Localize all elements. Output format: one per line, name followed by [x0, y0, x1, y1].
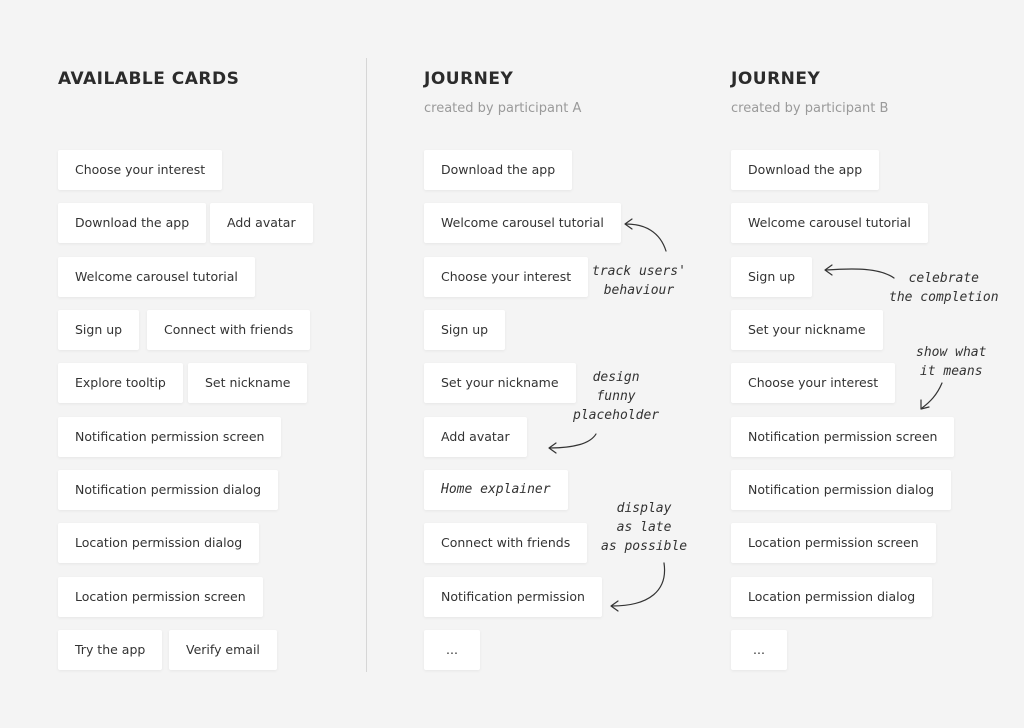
card-verify-email[interactable]: Verify email	[169, 630, 277, 670]
card-try-the-app[interactable]: Try the app	[58, 630, 163, 670]
card-connect-with-friends[interactable]: Connect with friends	[147, 310, 311, 350]
note-design-funny-placeholder: design funny placeholder	[573, 370, 660, 423]
journey-b-card-9[interactable]: Location permission dialog	[731, 577, 933, 617]
journey-a-card-8[interactable]: Connect with friends	[424, 523, 588, 563]
arrow-design-placeholder-icon	[549, 433, 597, 449]
journey-b-subtitle: created by participant B	[731, 101, 889, 116]
column-divider	[366, 58, 367, 672]
card-welcome-carousel-tutorial[interactable]: Welcome carousel tutorial	[58, 257, 255, 297]
journey-a-subtitle: created by participant A	[424, 101, 582, 116]
card-choose-your-interest[interactable]: Choose your interest	[58, 150, 223, 190]
card-set-nickname[interactable]: Set nickname	[188, 363, 308, 403]
note-celebrate-the-completion: celebrate the completion	[889, 271, 999, 305]
journey-b-card-7[interactable]: Notification permission dialog	[731, 470, 952, 510]
journey-a-card-9[interactable]: Notification permission	[424, 577, 602, 617]
arrow-track-users-icon	[625, 223, 667, 252]
card-add-avatar[interactable]: Add avatar	[210, 203, 313, 243]
journey-b-title: JOURNEY	[731, 69, 821, 89]
journey-b-card-1[interactable]: Download the app	[731, 150, 880, 190]
arrowhead-track-users-icon	[624, 218, 633, 230]
journey-b-card-3[interactable]: Sign up	[731, 257, 813, 297]
journey-a-card-6[interactable]: Add avatar	[424, 417, 527, 457]
journey-a-card-3[interactable]: Choose your interest	[424, 257, 589, 297]
arrow-show-what-icon	[921, 382, 943, 409]
arrowhead-design-placeholder-icon	[548, 442, 557, 454]
journey-b-card-more[interactable]: ...	[731, 630, 787, 670]
arrowhead-show-what-icon	[920, 399, 930, 410]
arrow-display-late-icon	[611, 562, 666, 607]
journey-b-card-4[interactable]: Set your nickname	[731, 310, 883, 350]
journey-a-card-2[interactable]: Welcome carousel tutorial	[424, 203, 621, 243]
journey-a-card-7[interactable]: Home explainer	[424, 470, 568, 510]
note-display-as-late-as-possible: display as late as possible	[601, 501, 688, 554]
card-location-permission-screen[interactable]: Location permission screen	[58, 577, 263, 617]
arrowhead-celebrate-icon	[824, 264, 833, 276]
available-cards-title: AVAILABLE CARDS	[58, 69, 240, 89]
journey-b-card-2[interactable]: Welcome carousel tutorial	[731, 203, 928, 243]
arrowhead-display-late-icon	[610, 600, 619, 612]
journey-a-card-4[interactable]: Sign up	[424, 310, 506, 350]
card-sign-up[interactable]: Sign up	[58, 310, 140, 350]
note-show-what-it-means: show what it means	[916, 345, 987, 379]
journey-a-card-1[interactable]: Download the app	[424, 150, 573, 190]
journey-b-card-8[interactable]: Location permission screen	[731, 523, 936, 563]
card-explore-tooltip[interactable]: Explore tooltip	[58, 363, 183, 403]
journey-b-card-5[interactable]: Choose your interest	[731, 363, 896, 403]
card-notification-permission-screen[interactable]: Notification permission screen	[58, 417, 282, 457]
card-location-permission-dialog[interactable]: Location permission dialog	[58, 523, 260, 563]
journey-a-title: JOURNEY	[424, 69, 514, 89]
journey-a-card-more[interactable]: ...	[424, 630, 480, 670]
journey-a-card-5[interactable]: Set your nickname	[424, 363, 576, 403]
note-track-users-behaviour: track users' behaviour	[592, 264, 686, 298]
arrow-celebrate-icon	[825, 268, 895, 279]
card-download-the-app[interactable]: Download the app	[58, 203, 207, 243]
journey-b-card-6[interactable]: Notification permission screen	[731, 417, 955, 457]
card-notification-permission-dialog[interactable]: Notification permission dialog	[58, 470, 279, 510]
